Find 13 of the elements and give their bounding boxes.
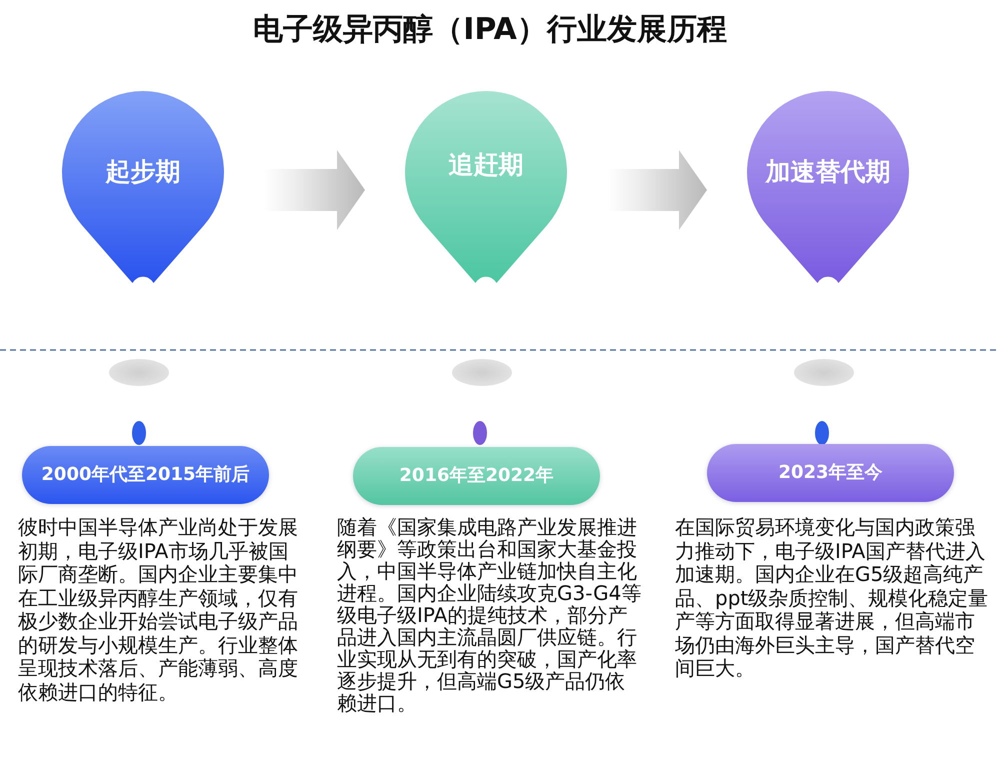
stage-title: 起步期 [106, 157, 180, 187]
period-pill [707, 444, 954, 502]
period-pill [22, 446, 269, 504]
period-pill [353, 447, 600, 505]
stage-title: 加速替代期 [766, 157, 890, 187]
description-text: 彼时中国半导体产业尚处于发展初期，电子级IPA市场几乎被国际厂商垄断。国内企业主要集中在工业级异丙醇生产领域，仅有极少数企业开始尝试电子级产品的研发与小规模生产。行业整体呈现技术落后、产能薄弱、高度依赖进口的特征。 [18, 516, 299, 704]
description-text: 在国际贸易环境变化与国内政策强力推动下，电子级IPA国产替代进入加速期。国内企业在G5级超高纯产品、ppt级杂质控制、规模化稳定量产等方面取得显著进展，但高端市场仍由海外巨头主导，国产替代空间巨大。 [675, 516, 989, 680]
period-label: 2023年至今 [778, 462, 883, 484]
period-label: 2016年至2022年 [399, 465, 554, 487]
period-label: 2000年代至2015年前后 [41, 464, 250, 486]
diagram-title: 电子级异丙醇（IPA）行业发展历程 [253, 11, 727, 49]
description-text: 随着《国家集成电路产业发展推进纲要》等政策出台和国家大基金投入，中国半导体产业链加快自主化进程。国内企业陆续攻克G3-G4等级电子级IPA的提纯技术，部分产品进入国内主流晶圆厂供应链。行业实现从无到有的突破，国产化率逐步提升，但高端G5级产品仍依赖进口。 [337, 516, 642, 714]
stage-title: 追赶期 [448, 150, 524, 180]
